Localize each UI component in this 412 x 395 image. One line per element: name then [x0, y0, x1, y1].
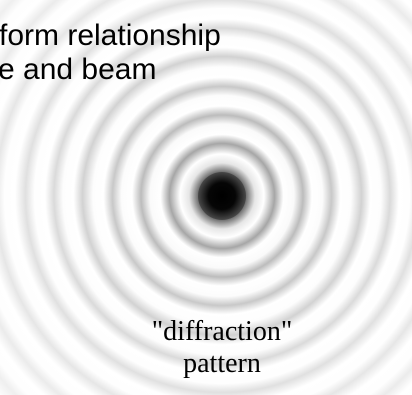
title-line-2: e and beam — [0, 53, 157, 86]
title-line-1: form relationship — [0, 19, 221, 52]
pattern-caption: "diffraction" pattern — [116, 316, 328, 380]
caption-line-1: "diffraction" — [151, 316, 293, 347]
central-spot — [198, 172, 246, 220]
caption-line-2: pattern — [183, 348, 261, 379]
